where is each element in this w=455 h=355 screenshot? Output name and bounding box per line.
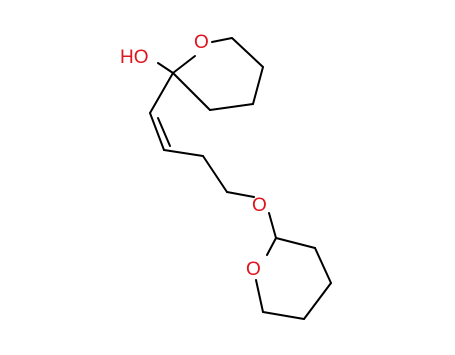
bond-chain1-chain2-double xyxy=(157,117,171,147)
bond-c6-c5 xyxy=(231,37,264,68)
bond-chain4-ether-o xyxy=(226,191,255,198)
bond-c6prime-c5prime xyxy=(262,311,305,320)
bond-c3-c2 xyxy=(172,72,211,111)
bond-c2-chain1 xyxy=(149,72,174,114)
bond-c2prime-o1prime xyxy=(266,237,277,256)
bond-c4-c3 xyxy=(209,103,254,111)
ether-oxygen-label: O xyxy=(252,195,267,216)
bond-c5prime-c4prime xyxy=(303,282,332,320)
bond-o1-c6 xyxy=(211,37,233,43)
bond-chain2-chain3 xyxy=(163,149,204,157)
bond-c2-o1 xyxy=(172,55,196,74)
ring2-oxygen-label: O xyxy=(246,259,261,280)
bond-chain1-chain2 xyxy=(149,112,165,151)
bond-chain3-chain4 xyxy=(202,155,228,193)
bond-o1prime-c6prime xyxy=(255,279,264,313)
bond-c5-c4 xyxy=(252,66,264,105)
bond-c3prime-c2prime xyxy=(275,237,316,249)
hydroxyl-label: HO xyxy=(120,47,149,68)
bond-ether-o-c2prime xyxy=(268,212,277,239)
bond-c2-oh xyxy=(157,62,174,74)
ring1-oxygen-label: O xyxy=(194,32,209,53)
bond-c4prime-c3prime xyxy=(314,247,332,284)
